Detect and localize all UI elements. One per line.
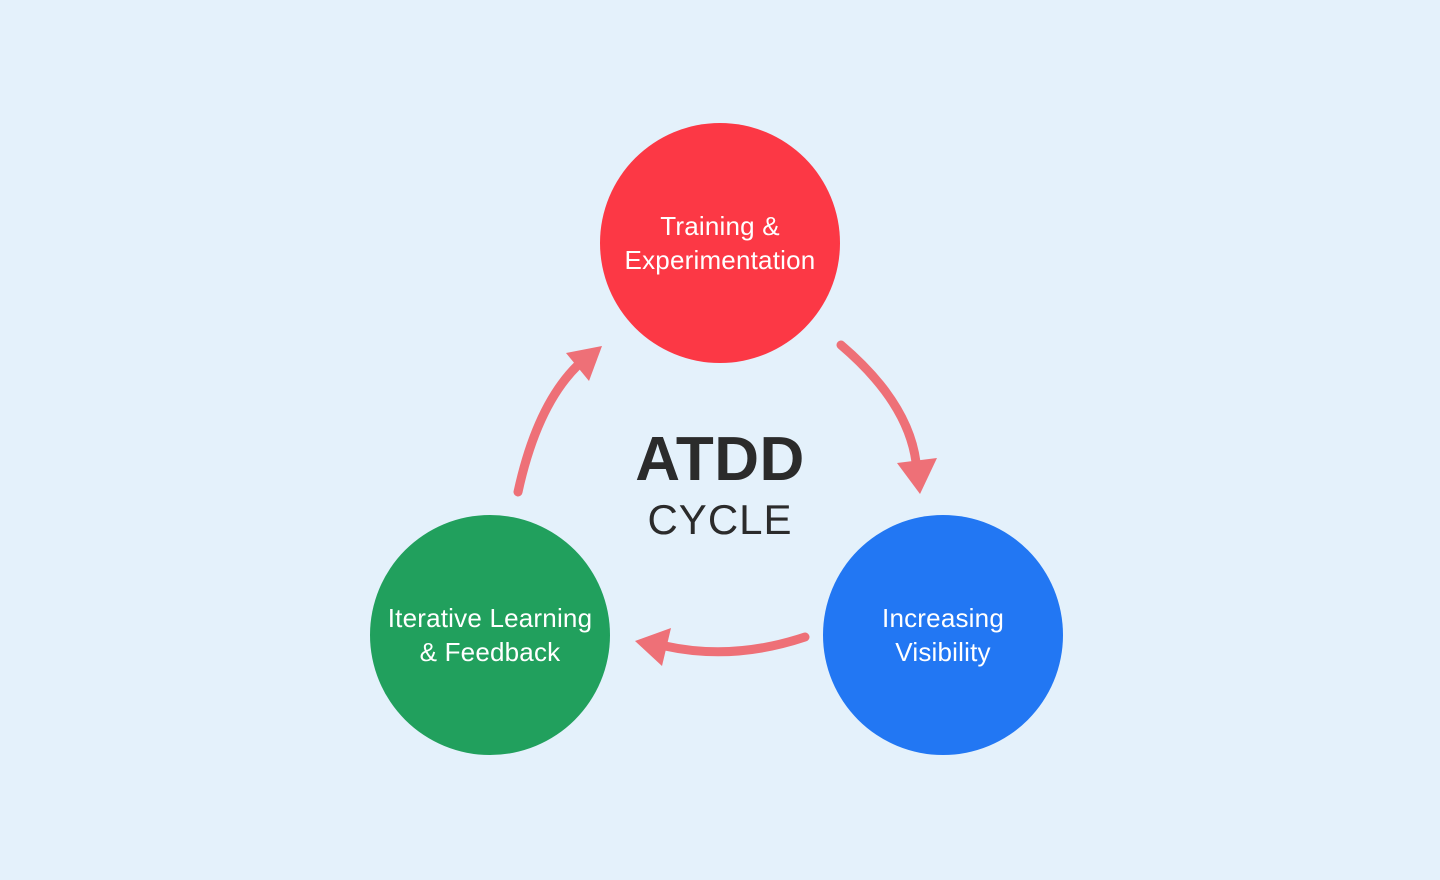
arrow-training-to-visibility-icon (836, 340, 937, 494)
node-increasing-visibility: Increasing Visibility (823, 515, 1063, 755)
node-learning-label-line2: & Feedback (419, 637, 561, 667)
diagram-title-main: ATDD (635, 425, 805, 494)
node-learning-label-line1: Iterative Learning (387, 603, 593, 633)
diagram-title-sub: CYCLE (647, 496, 793, 543)
diagram-title: ATDD CYCLE (635, 426, 805, 544)
node-training-label-line1: Training & (660, 211, 780, 241)
node-iterative-learning-feedback: Iterative Learning & Feedback (370, 515, 610, 755)
arrow-learning-to-training-icon (513, 346, 602, 497)
node-visibility-label-line2: Visibility (895, 637, 991, 667)
node-visibility-label-line1: Increasing (882, 603, 1004, 633)
node-training-label-line2: Experimentation (624, 245, 816, 275)
arrow-visibility-to-learning-icon (635, 628, 810, 666)
node-training-experimentation: Training & Experimentation (600, 123, 840, 363)
